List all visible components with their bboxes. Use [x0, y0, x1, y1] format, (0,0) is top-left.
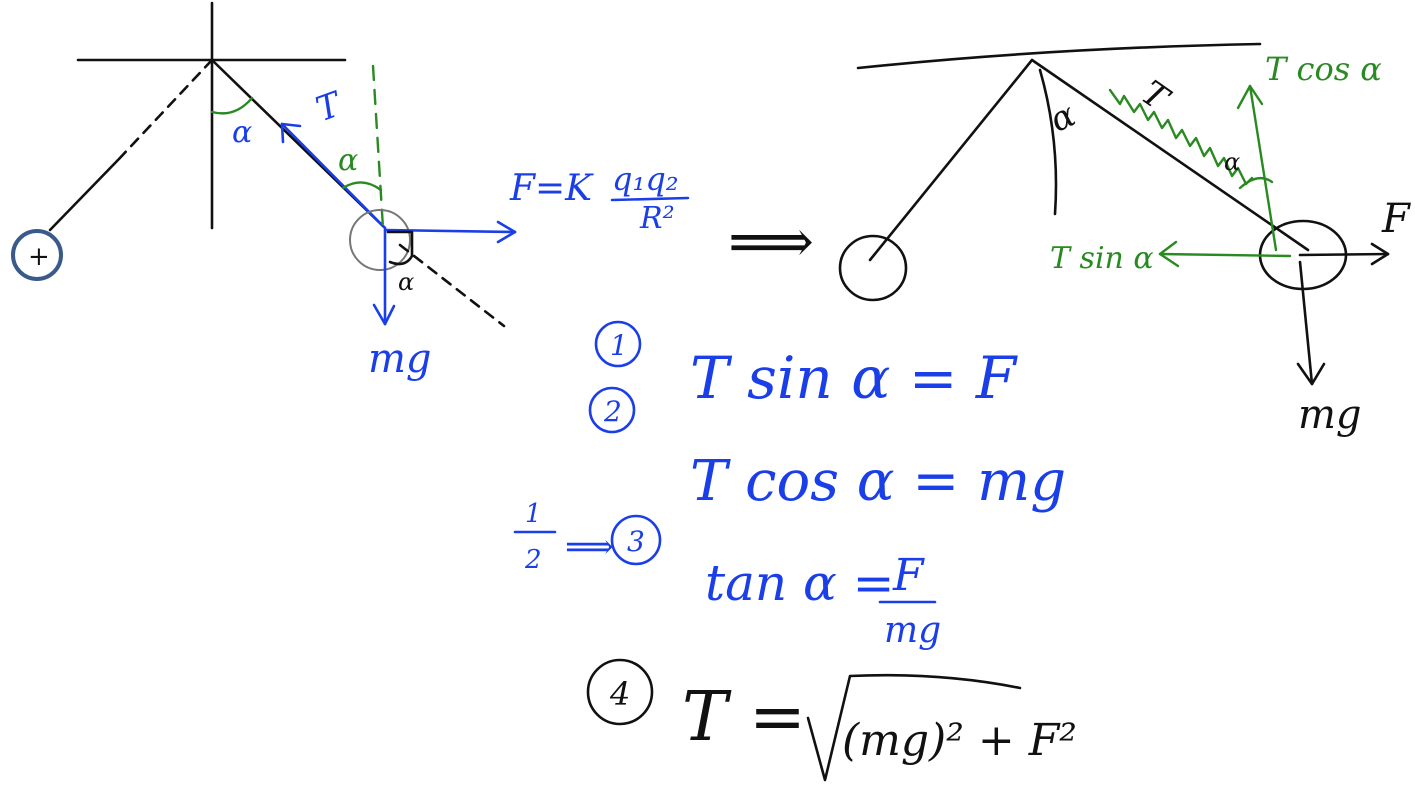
right-weight-label: mg [1298, 392, 1362, 438]
equations: 1 T sin α = F 2 T cos α = mg 1 2 ⟹ 3 tan… [513, 320, 1077, 782]
left-angle-arc [210, 96, 254, 115]
right-alpha-label: α [1044, 95, 1082, 141]
right-small-angle-arc [1238, 176, 1274, 190]
ratio-arrow: ⟹ [565, 527, 614, 567]
green-angle-label: α [338, 143, 358, 178]
weight-label-left: mg [368, 336, 432, 382]
eq2-text: T cos α = mg [690, 449, 1066, 514]
implies-arrow: ⟹ [728, 207, 814, 277]
eq1-number: 1 [610, 329, 628, 362]
right-small-angle-label: α [1224, 148, 1240, 176]
coulomb-formula-top: F=K [509, 168, 594, 209]
tcos-arrowhead [1236, 84, 1264, 110]
green-angle-arc [341, 181, 383, 192]
left-angle-label: α [232, 115, 252, 150]
left-diagram: + α T α α mg F=K q₁q₂ R² [11, 1, 690, 382]
hanging-ball [349, 209, 411, 271]
eq4-lhs: T = [682, 678, 806, 757]
right-spring [1108, 88, 1254, 186]
bottom-angle-label: α [398, 268, 414, 296]
tension-arrow [280, 122, 387, 230]
ratio-top: 1 [525, 499, 542, 529]
eq3-fraction-num: F [892, 550, 925, 601]
tcos-label: T cos α [1265, 50, 1382, 88]
eq3-lhs: tan α = [705, 554, 895, 612]
eq3-number-circle [610, 514, 662, 566]
right-alpha-arc [1038, 68, 1058, 216]
eq2-number-circle [588, 386, 636, 434]
tsin-arrow [1158, 252, 1292, 258]
fixed-charge-circle [11, 229, 63, 281]
eq4-rhs: (mg)² + F² [842, 715, 1077, 766]
weight-arrowhead [372, 303, 396, 326]
right-tension-label: T [1134, 73, 1177, 120]
left-dashed-extension [398, 243, 506, 328]
tension-label: T [311, 84, 348, 130]
eq4-number-circle [586, 658, 654, 726]
green-dashed-vertical [371, 64, 385, 230]
eq3-number: 3 [627, 525, 645, 558]
right-thread [1030, 58, 1310, 252]
right-ceiling-line [856, 42, 1262, 70]
right-angle-mark [386, 230, 414, 258]
left-charge-thread [48, 158, 120, 232]
eq4-sqrt-sign [806, 673, 1022, 782]
bottom-angle-arc [388, 254, 414, 266]
right-force-arrow [1298, 252, 1390, 257]
eq1-number-circle [594, 320, 642, 368]
right-weight-arrowhead [1296, 362, 1326, 386]
eq3-fraction-den: mg [884, 610, 941, 651]
left-dashed-thread [116, 58, 214, 162]
tsin-arrowhead [1158, 240, 1180, 268]
eq4-number: 4 [609, 675, 630, 713]
right-weight-arrow [1298, 260, 1314, 386]
force-arrowhead [496, 220, 517, 244]
ratio-bottom: 2 [524, 545, 542, 575]
right-force-arrowhead [1370, 242, 1390, 266]
eq2-number: 2 [603, 395, 622, 428]
tcos-arrow [1248, 84, 1278, 252]
coulomb-formula-numerator: q₁q₂ [612, 160, 679, 198]
tsin-label: T sin α [1050, 241, 1154, 276]
right-left-ball [838, 234, 908, 302]
force-arrow [383, 228, 517, 234]
fixed-charge-label: + [28, 242, 50, 272]
right-left-thread [868, 58, 1034, 262]
coulomb-fraction-bar [610, 196, 690, 202]
right-force-label: F [1381, 196, 1411, 242]
coulomb-formula-denominator: R² [639, 201, 675, 236]
tension-arrowhead [280, 122, 302, 144]
eq1-text: T sin α = F [690, 344, 1018, 412]
